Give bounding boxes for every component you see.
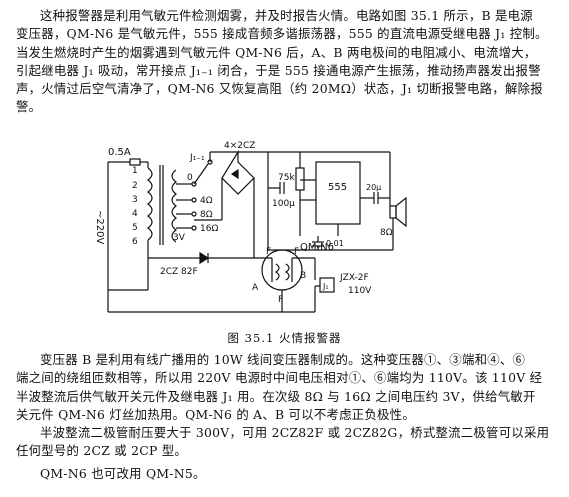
text-line: 警。 — [16, 99, 42, 115]
transformer-paragraph: 变压器 B 是利用有线广播用的 10W 线间变压器制成的。这种变压器①、③端和④… — [16, 351, 556, 424]
figure-caption: 图 35.1 火情报警器 — [227, 331, 342, 345]
text-line: 任何型号的 2CZ 或 2CP 型。 — [16, 443, 188, 459]
fuse-symbol — [108, 158, 148, 166]
ohm-label: 4Ω — [200, 196, 213, 206]
text-line: 半波整流二极管耐压要大于 300V，可用 2CZ82F 或 2CZ82G，桥式整… — [40, 425, 550, 440]
fuse-label: 0.5A — [108, 147, 131, 158]
tap-label: 6 — [132, 237, 138, 247]
diode-label: 2CZ 82F — [160, 267, 198, 277]
diode-paragraph: 半波整流二极管耐压要大于 300V，可用 2CZ82F 或 2CZ82G，桥式整… — [16, 424, 556, 461]
pin-label: A — [252, 283, 259, 293]
tap-label: 2 — [132, 181, 138, 191]
substitute-paragraph: QM-N6 也可改用 QM-N5。 — [16, 465, 556, 483]
capacitor-20u — [360, 192, 390, 204]
tap-label: 0 — [187, 173, 193, 183]
relay-contact — [193, 151, 238, 185]
sensor-label: QM-N6 — [300, 242, 334, 253]
tap-label: 3 — [132, 195, 138, 205]
text-line: QM-N6 也可改用 QM-N5。 — [40, 466, 206, 481]
capacitor-100u — [268, 182, 285, 194]
text-line: 变压器 B 是利用有线广播用的 10W 线间变压器制成的。这种变压器①、③端和④… — [40, 352, 526, 367]
circuit-diagram: 0.5A ~220V 1 2 3 4 5 6 0 4Ω 8Ω 16Ω 3V — [94, 141, 407, 313]
capacitor-001 — [312, 236, 324, 250]
pin-label: F — [266, 247, 271, 257]
text-line: 声，火情过后空气清净了，QM-N6 又恢复高阻（约 20MΩ）状态，J₁ 切断报… — [16, 81, 543, 97]
text-line: 端之间的绕组匝数相等，所以用 220V 电源时中间电压相对①、⑥端均为 110V… — [16, 370, 543, 386]
voltage-label: 3V — [173, 233, 186, 243]
ic-555 — [315, 161, 361, 225]
pin-label: F — [294, 247, 299, 257]
bridge-label: 4×2CZ — [224, 141, 255, 151]
pin-label: B — [300, 271, 306, 281]
contact-label: J₁₋₁ — [189, 153, 205, 163]
power-rail — [238, 151, 391, 250]
resistor-75k — [295, 152, 305, 236]
text-line: 半波整流后供气敏开关元件及继电器 J₁ 用。在次级 8Ω 与 16Ω 之间电压约… — [16, 388, 536, 404]
tap-label: 5 — [132, 223, 138, 233]
speaker-label: 8Ω — [380, 228, 393, 238]
text-line: 引起继电器 J₁ 吸动，常开接点 J₁₋₁ 闭合，于是 555 接通电源产生振荡… — [16, 62, 541, 78]
text-line: 关元件 QM-N6 灯丝加热用。QM-N6 的 A、B 可以不考虑正负极性。 — [16, 406, 415, 422]
resistor-label: 75k — [278, 173, 295, 183]
capacitor-label: 20μ — [366, 183, 381, 192]
transformer — [147, 162, 177, 290]
ic-label: 555 — [328, 182, 347, 193]
mains-label: ~220V — [94, 210, 105, 244]
speaker-icon — [389, 196, 407, 250]
secondary-taps — [176, 181, 197, 231]
relay-label: J₁ — [322, 282, 329, 291]
ohm-label: 16Ω — [200, 224, 218, 234]
diode — [148, 251, 254, 265]
pin-label: F — [278, 295, 283, 305]
relay-model-label: JZX-2F — [339, 273, 369, 283]
text-line: 变压器，QM-N6 是气敏元件，555 接成音频多谐振荡器，555 的直流电源受… — [16, 26, 548, 42]
text-line: 当发生燃烧时产生的烟雾遇到气敏元件 QM-N6 后，A、B 两电极间的电阻减小、… — [16, 44, 537, 60]
tap-label: 4 — [132, 209, 138, 219]
relay-coil — [281, 258, 335, 313]
intro-paragraph: 这种报警器是利用气敏元件检测烟雾，并及时报告火情。电路如图 35.1 所示，B … — [16, 7, 556, 117]
capacitor-label: 100μ — [272, 199, 295, 209]
tap-label: 1 — [132, 166, 138, 176]
relay-voltage-label: 110V — [348, 286, 372, 296]
bridge-rectifier — [194, 149, 255, 221]
ohm-label: 8Ω — [200, 210, 213, 220]
capacitor-label: 0.01 — [326, 239, 344, 248]
text-line: 这种报警器是利用气敏元件检测烟雾，并及时报告火情。电路如图 35.1 所示，B … — [40, 8, 533, 23]
